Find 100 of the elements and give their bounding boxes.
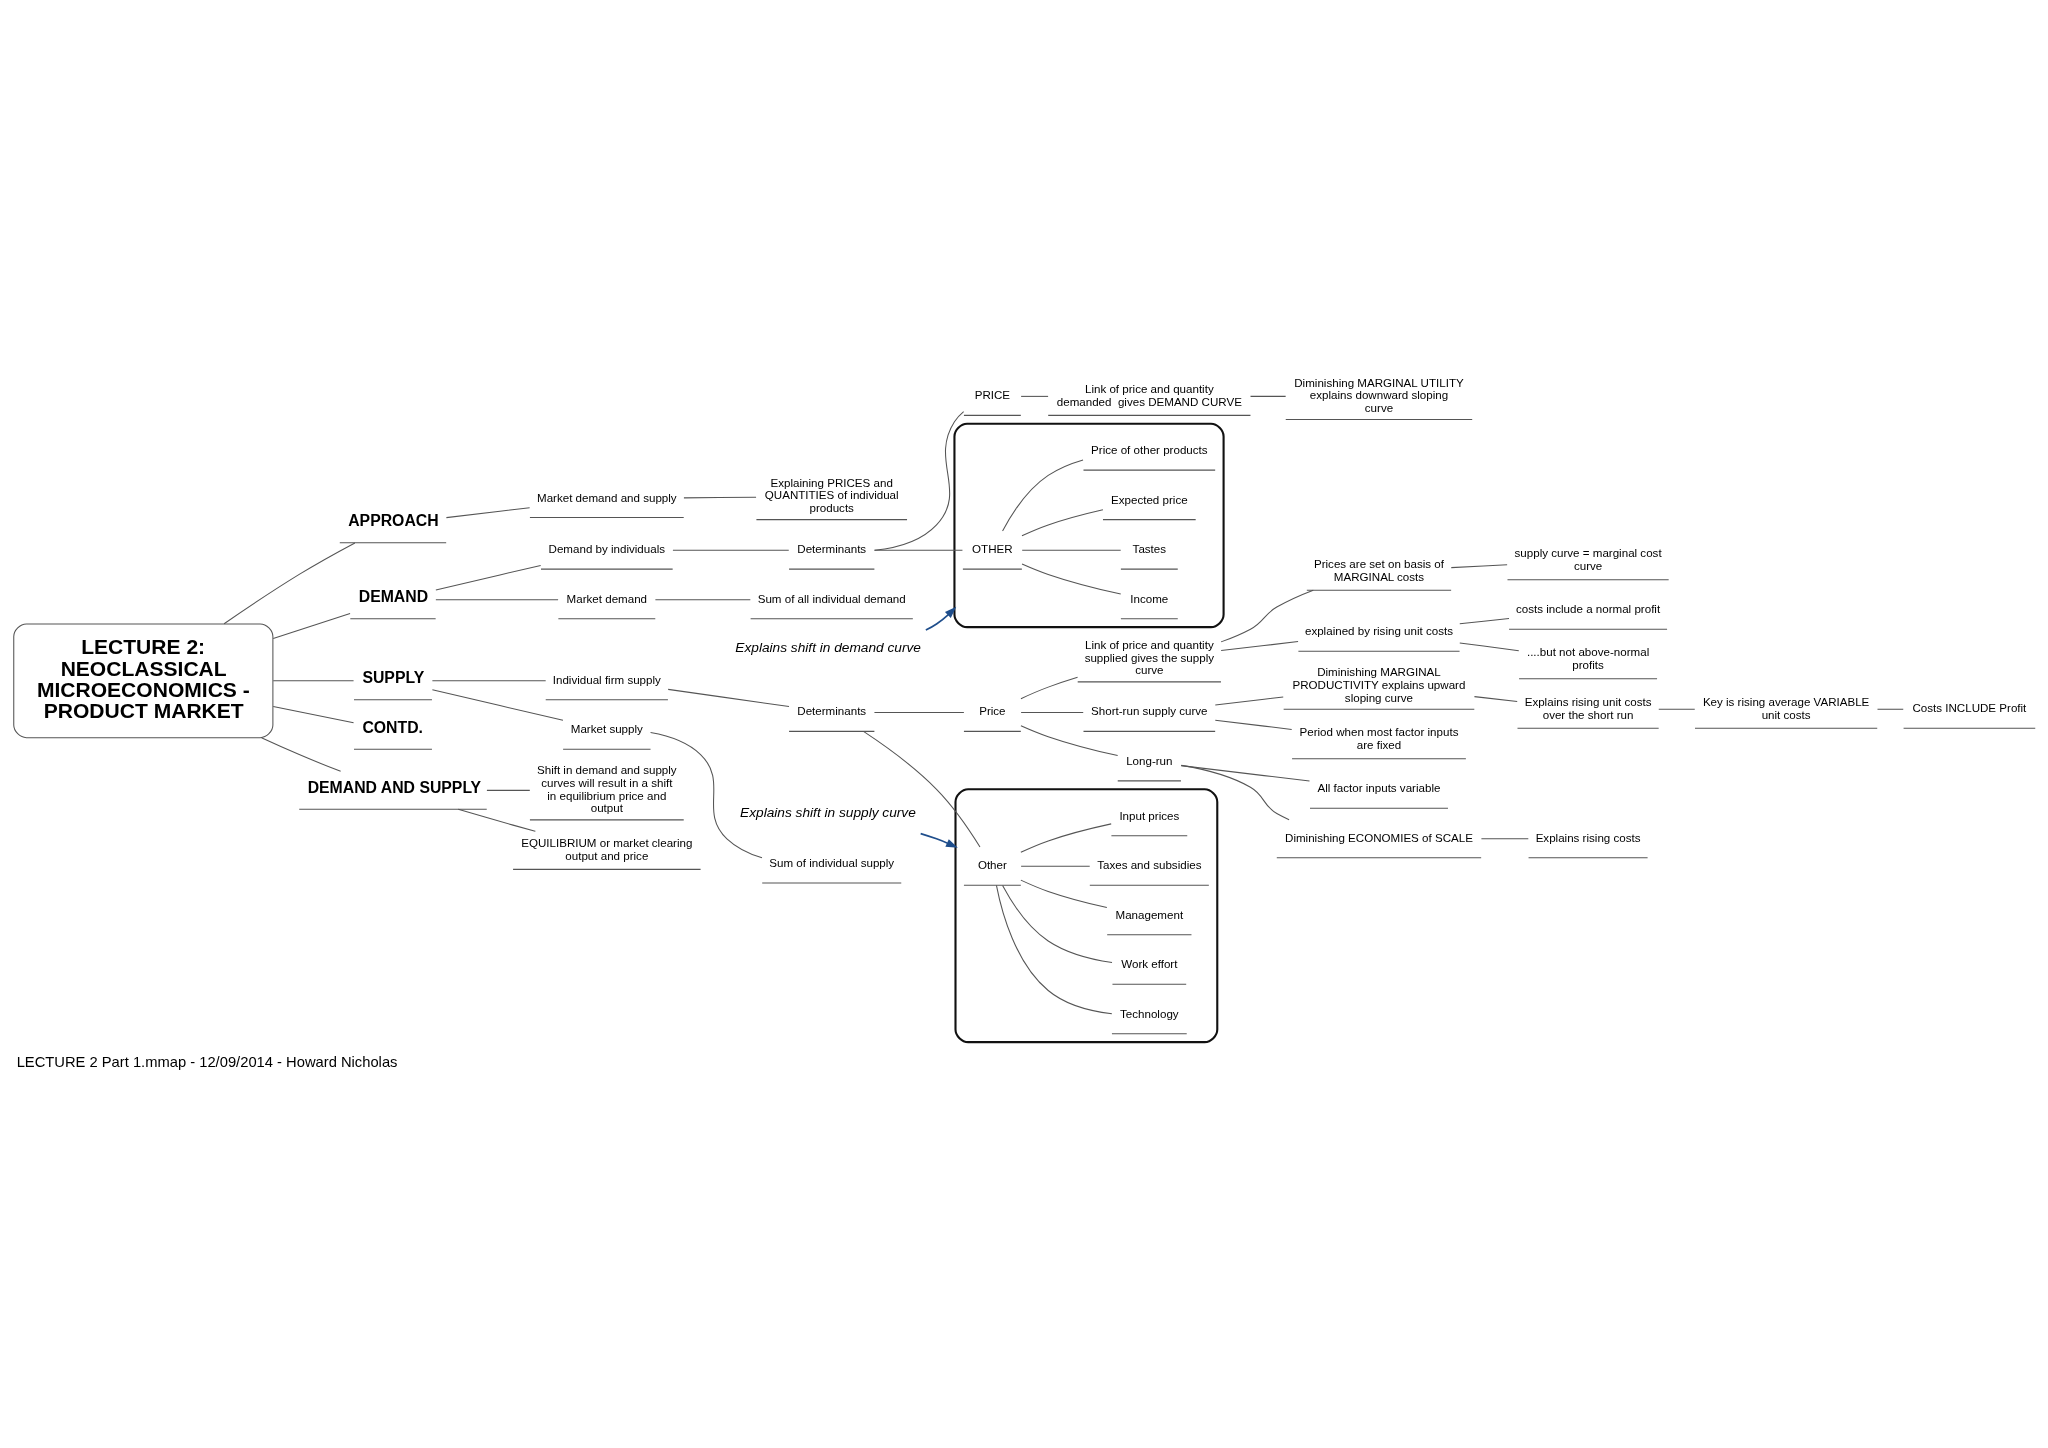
cluster bbox=[952, 422, 1225, 629]
node-text: Diminishing MARGINAL PRODUCTIVITY explains upward sloping curve bbox=[1292, 666, 1465, 704]
node-text: Diminishing MARGINAL UTILITY explains downward sloping curve bbox=[1293, 376, 1464, 414]
connector bbox=[1249, 395, 1286, 397]
connector bbox=[873, 411, 964, 551]
node-text: Market supply bbox=[570, 723, 643, 736]
node-text: Input prices bbox=[1118, 809, 1179, 822]
node-text: Income bbox=[1129, 592, 1168, 605]
node-text: Determinants bbox=[796, 543, 866, 556]
node-text: Technology bbox=[1119, 1007, 1179, 1020]
connector bbox=[1019, 823, 1112, 853]
node-text: Short-run supply curve bbox=[1090, 705, 1208, 718]
node-text: Explains rising costs bbox=[1535, 831, 1641, 844]
connector bbox=[873, 711, 964, 713]
connector bbox=[1020, 395, 1049, 397]
connector bbox=[1450, 564, 1508, 569]
connector bbox=[1214, 696, 1284, 706]
node-text: Sum of all individual demand bbox=[757, 592, 906, 605]
connector bbox=[862, 731, 980, 848]
connector bbox=[1001, 459, 1084, 532]
node-text: Demand by individuals bbox=[548, 543, 665, 556]
connector bbox=[445, 507, 530, 519]
connector bbox=[260, 737, 341, 772]
node-text: Link of price and quantity supplied gives the supply curve bbox=[1084, 639, 1214, 677]
node-text: Period when most factor inputs are fixed bbox=[1298, 726, 1458, 752]
cluster bbox=[953, 788, 1218, 1044]
node-text: Diminishing ECONOMIES of SCALE bbox=[1284, 831, 1473, 844]
node-text: Link of price and quantity demanded gives DEMAND CURVE bbox=[1056, 383, 1242, 408]
connector bbox=[654, 599, 751, 601]
connector bbox=[1019, 676, 1078, 700]
connector bbox=[272, 706, 354, 724]
caption: LECTURE 2 Part 1.mmap - 12/09/2014 - Howard Nicholas bbox=[16, 1053, 397, 1070]
connector bbox=[434, 599, 559, 601]
node-text: Sum of individual supply bbox=[768, 857, 894, 870]
connector bbox=[1001, 884, 1113, 964]
connector bbox=[485, 789, 530, 791]
node-text: Market demand bbox=[566, 592, 647, 605]
connector bbox=[1473, 696, 1518, 702]
connector bbox=[434, 564, 541, 591]
connector bbox=[1021, 563, 1121, 595]
connector bbox=[1020, 865, 1090, 867]
node-text: All factor inputs variable bbox=[1317, 782, 1440, 795]
connector bbox=[1020, 711, 1084, 713]
connector bbox=[1180, 765, 1310, 782]
connector bbox=[995, 884, 1112, 1015]
connector bbox=[272, 612, 351, 640]
node-text: DEMAND bbox=[358, 588, 428, 606]
node-box: LECTURE 2: NEOCLASSICAL MICROECONOMICS - PRODUCT MARKET bbox=[12, 623, 273, 739]
connector bbox=[1214, 719, 1292, 730]
node-text: Price bbox=[978, 705, 1006, 718]
node-text: Explains shift in supply curve bbox=[739, 805, 916, 821]
connector bbox=[1480, 838, 1529, 840]
node-text: OTHER bbox=[971, 543, 1013, 556]
node-text: DEMAND AND SUPPLY bbox=[307, 779, 481, 796]
node-text: Individual firm supply bbox=[552, 673, 661, 686]
connector bbox=[272, 680, 354, 682]
node-text: Expected price bbox=[1110, 493, 1188, 506]
connector bbox=[873, 549, 963, 551]
node-text: supply curve = marginal cost curve bbox=[1514, 547, 1662, 572]
node-text: Long-run bbox=[1125, 754, 1173, 767]
node-text: Management bbox=[1115, 908, 1183, 921]
connector bbox=[1021, 549, 1121, 551]
connector bbox=[1458, 642, 1519, 652]
connector bbox=[667, 688, 790, 708]
connector bbox=[649, 732, 763, 859]
connector bbox=[1876, 708, 1904, 710]
node-text: APPROACH bbox=[347, 512, 439, 530]
connector bbox=[457, 808, 536, 832]
node-text: EQUILIBRIUM or market clearing output and price bbox=[520, 837, 692, 862]
connector bbox=[1019, 725, 1118, 757]
node-text: Prices are set on basis of MARGINAL costs bbox=[1313, 557, 1444, 583]
connector bbox=[1220, 589, 1314, 643]
connector bbox=[682, 496, 757, 499]
node-text: Market demand and supply bbox=[536, 491, 677, 504]
node-text: Determinants bbox=[796, 705, 866, 718]
connector bbox=[1657, 708, 1695, 710]
node-text: SUPPLY bbox=[361, 669, 424, 687]
connector bbox=[431, 680, 546, 682]
arrow bbox=[919, 832, 958, 848]
node-text: explained by rising unit costs bbox=[1304, 625, 1453, 638]
node-text: Taxes and subsidies bbox=[1096, 859, 1201, 872]
node-text: Costs INCLUDE Profit bbox=[1911, 702, 2026, 715]
node-text: Tastes bbox=[1132, 543, 1166, 556]
node-text: Key is rising average VARIABLE unit costs bbox=[1702, 695, 1869, 721]
connector bbox=[671, 549, 789, 551]
connector bbox=[1220, 641, 1299, 652]
node-text: ....but not above-normal profits bbox=[1526, 646, 1649, 672]
connector bbox=[1020, 509, 1103, 537]
node-text: Price of other products bbox=[1090, 444, 1208, 457]
node-text: costs include a normal profit bbox=[1515, 603, 1660, 616]
connector bbox=[1458, 618, 1510, 625]
node-text: CONTD. bbox=[361, 718, 423, 736]
arrow bbox=[924, 606, 956, 631]
node-text: Explaining PRICES and QUANTITIES of individual products bbox=[764, 476, 899, 515]
node-text: PRICE bbox=[974, 389, 1010, 402]
node-text: Shift in demand and supply curves will result in a shift in equilibrium price and output bbox=[536, 764, 677, 815]
node-text: Other bbox=[977, 859, 1007, 872]
node-text: Work effort bbox=[1120, 958, 1177, 971]
node-text: Explains rising unit costs over the short run bbox=[1524, 695, 1651, 721]
connector bbox=[223, 542, 355, 625]
